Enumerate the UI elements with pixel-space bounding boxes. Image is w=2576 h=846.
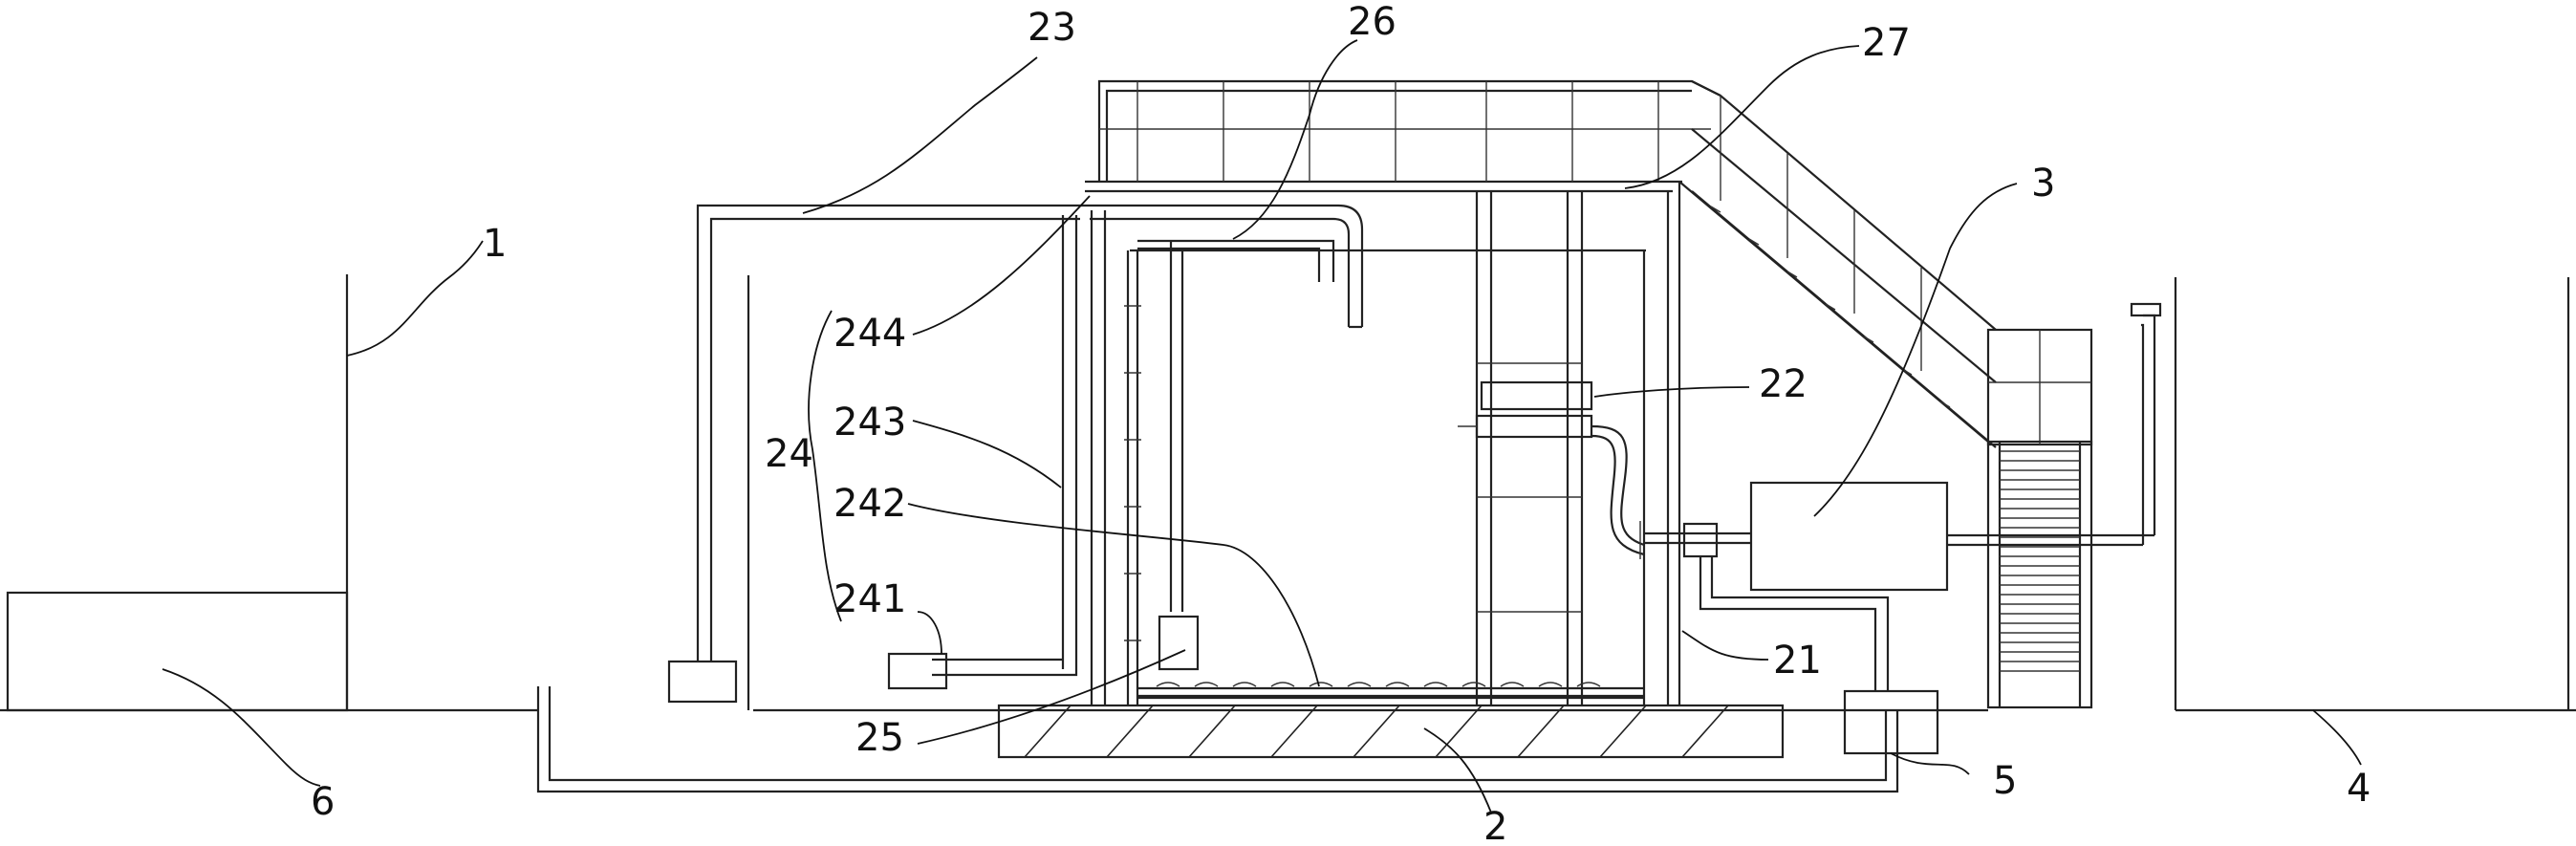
building-4	[2174, 277, 2570, 710]
label-244: 244	[833, 312, 906, 356]
label-23: 23	[1028, 6, 1076, 50]
leader-lines	[162, 39, 2362, 813]
label-24: 24	[765, 432, 813, 476]
left-pump-box	[667, 660, 738, 704]
stair-tower	[1986, 328, 2093, 709]
label-2: 2	[1483, 805, 1507, 846]
ladder-mast	[1475, 191, 1584, 705]
label-27: 27	[1862, 21, 1911, 65]
guardrail-27	[1097, 79, 1721, 182]
label-5: 5	[1993, 759, 2017, 803]
label-25: 25	[855, 716, 904, 760]
foundation-2	[997, 704, 1785, 759]
label-4: 4	[2347, 767, 2370, 811]
label-242: 242	[833, 482, 906, 526]
label-21: 21	[1773, 639, 1822, 683]
label-243: 243	[833, 401, 906, 445]
label-1: 1	[483, 222, 507, 266]
label-6: 6	[311, 780, 335, 824]
label-241: 241	[833, 577, 906, 621]
tank-3	[1639, 302, 2162, 592]
staircase	[1678, 80, 1997, 448]
pipe-26	[1090, 204, 1364, 612]
box-25	[1158, 615, 1200, 671]
label-22: 22	[1759, 362, 1808, 406]
label-3: 3	[2031, 162, 2055, 206]
reference-labels: 1 6 23 26 27 3 22 21 5 4 2 25 24 244 243…	[311, 0, 2370, 846]
label-26: 26	[1348, 0, 1396, 44]
pipe-group-24	[887, 210, 1107, 705]
pipe-23	[696, 204, 1090, 710]
device-22	[1458, 380, 1645, 556]
tower-frame-21	[1085, 180, 1682, 705]
nozzle-row	[1137, 682, 1644, 700]
block-6	[6, 591, 349, 712]
left-pit	[536, 686, 1899, 793]
